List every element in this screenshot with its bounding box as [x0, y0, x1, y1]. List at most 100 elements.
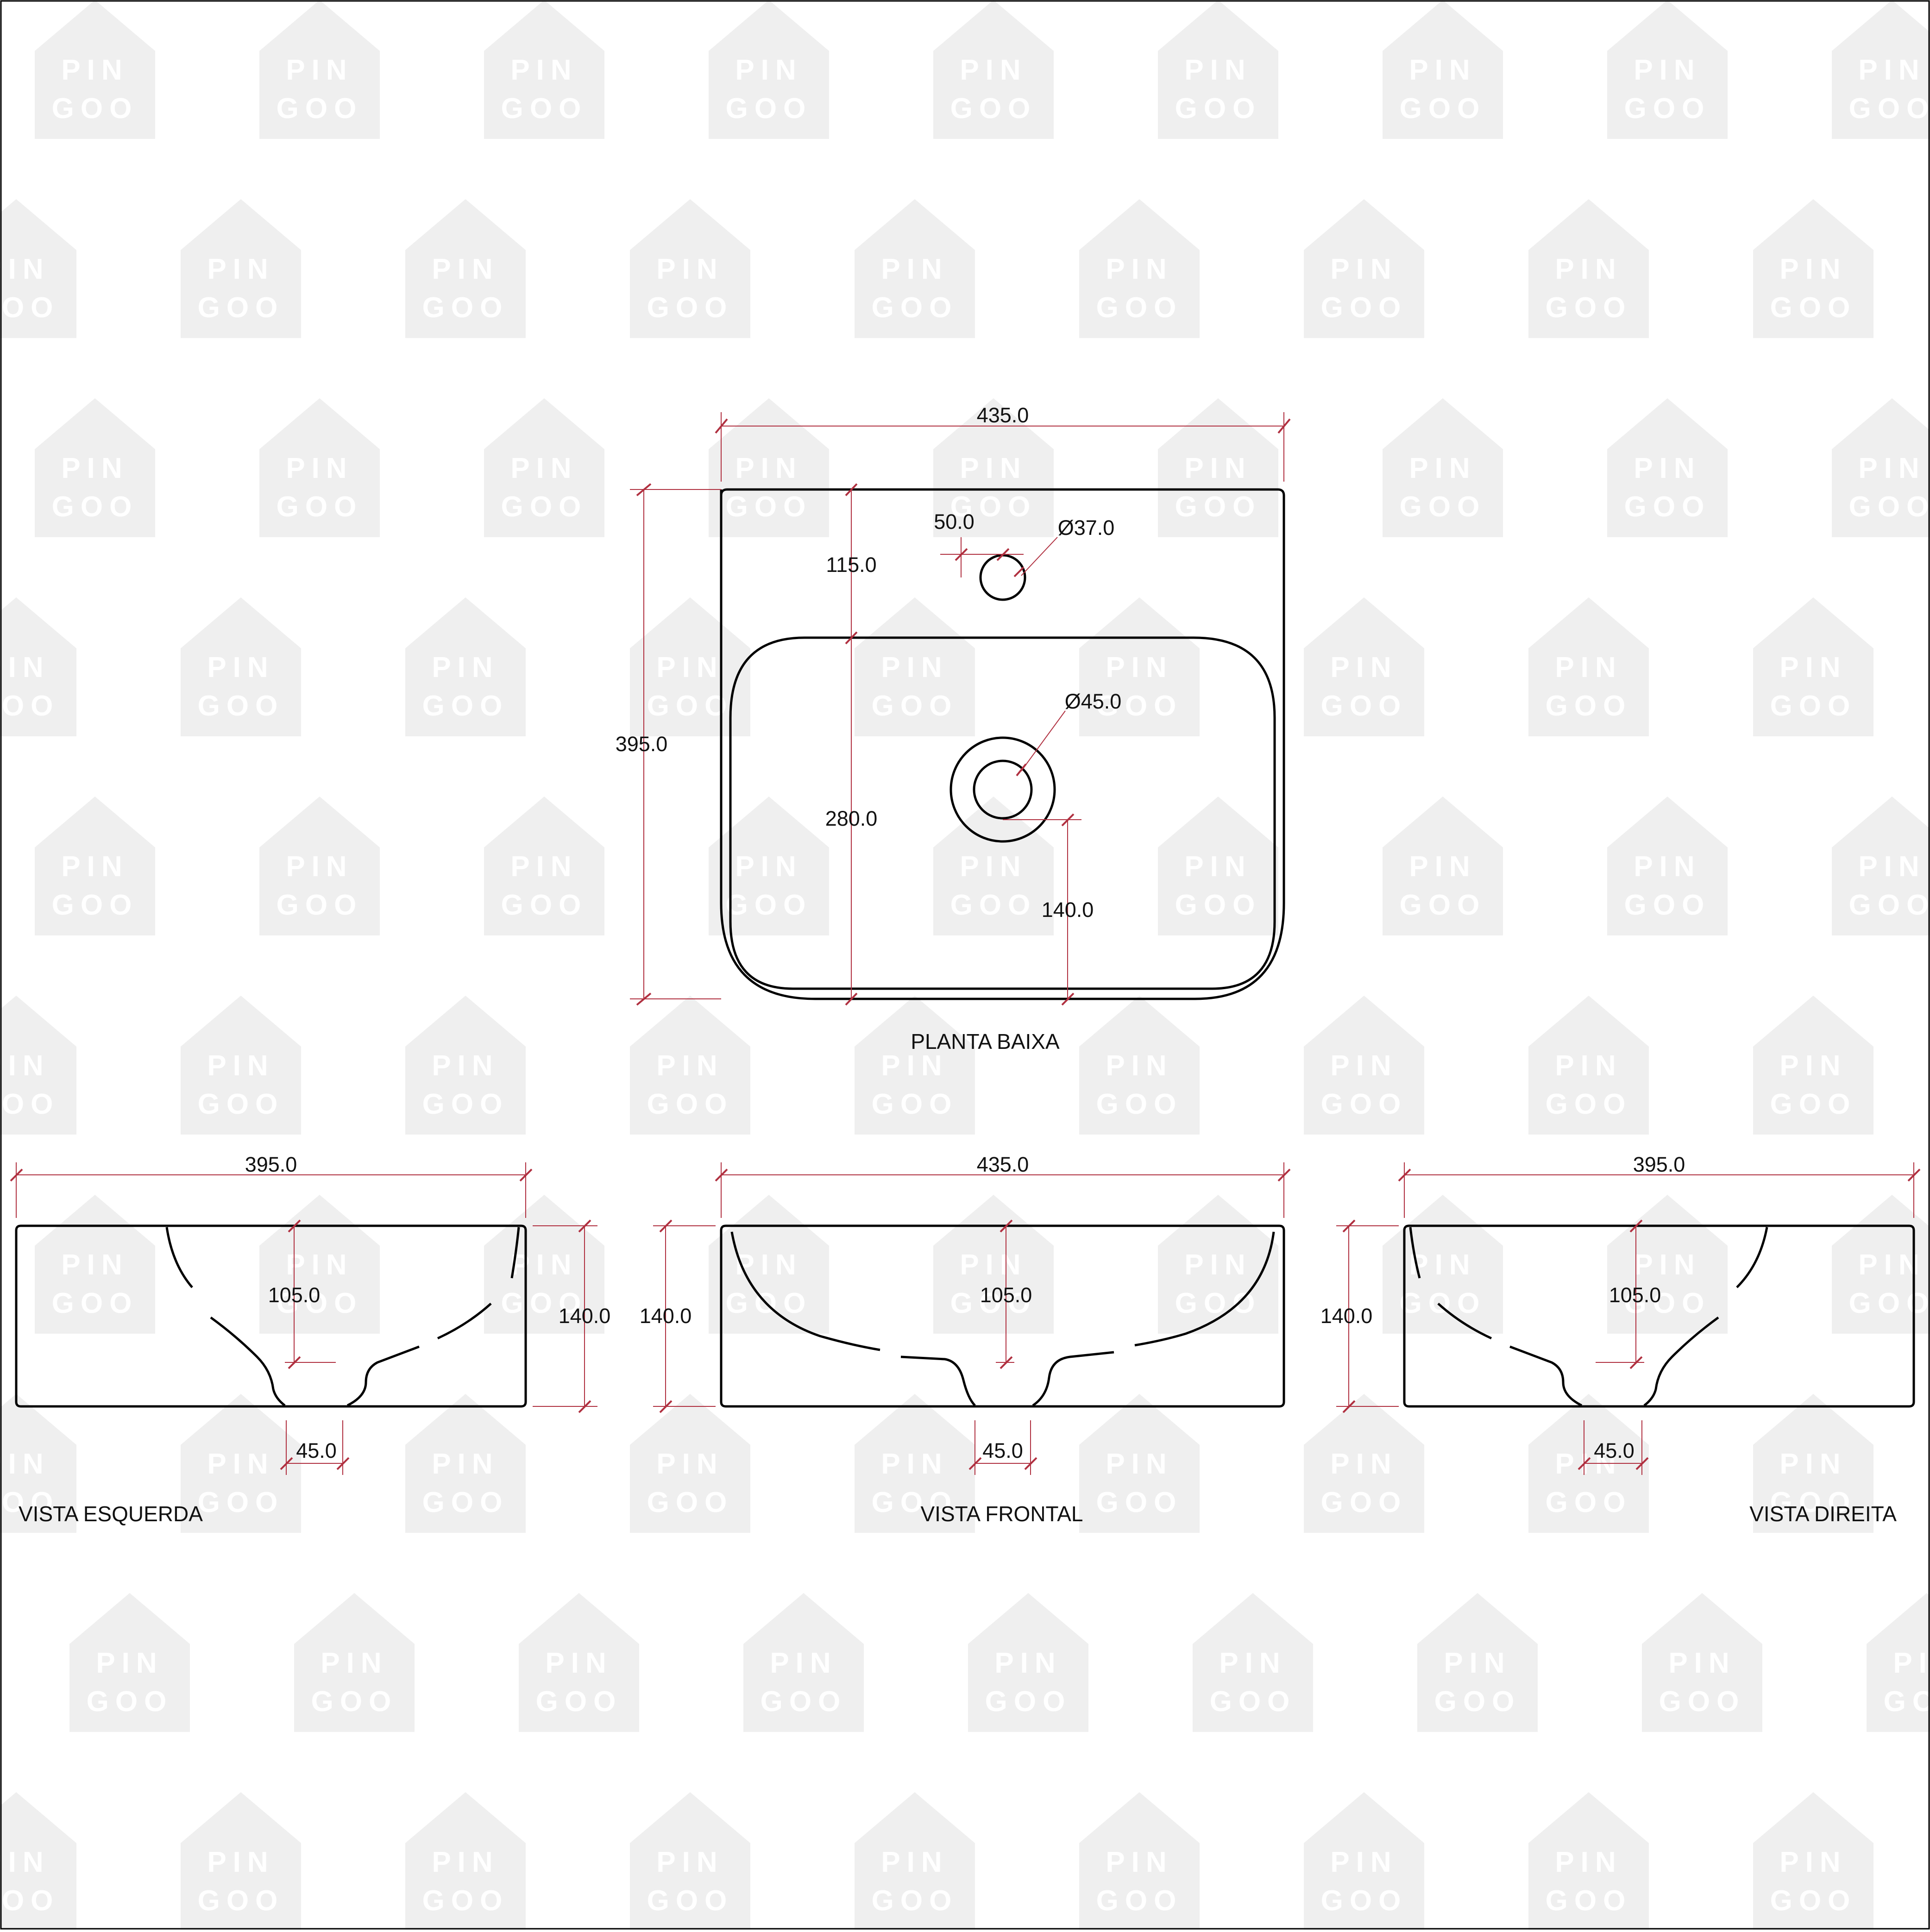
right-bowl-curve-d [1736, 1227, 1768, 1288]
top-depth-dim: 395.0 [616, 732, 668, 756]
watermark-text-top: PIN [432, 253, 499, 285]
watermark-text-bottom: GOO [1175, 1287, 1262, 1319]
left-bowl-curve-d [437, 1303, 492, 1340]
watermark-text-bottom: GOO [1624, 889, 1711, 921]
front-view [720, 1224, 1285, 1408]
watermark-text-bottom: GOO [647, 1885, 734, 1917]
watermark-text-top: PIN [0, 1050, 50, 1082]
watermark-text-bottom: GOO [501, 93, 588, 125]
watermark-text-top: PIN [432, 1448, 499, 1480]
top-view-outline [720, 488, 1285, 1000]
watermark-text-bottom: GOO [985, 1686, 1072, 1718]
watermark-text-bottom: GOO [647, 690, 734, 722]
left-view [15, 1224, 527, 1408]
watermark-text-top: PIN [656, 1050, 723, 1082]
watermark-text-top: PIN [207, 1050, 274, 1082]
watermark-text-top: PIN [994, 1647, 1062, 1679]
right-view-dimension-labels: 395.0 140.0 105.0 45.0 VISTA DIREITA [1320, 1153, 1897, 1526]
watermark-text-top: PIN [1858, 54, 1925, 86]
left-bowl-depth-dim: 105.0 [268, 1283, 321, 1307]
watermark-text-bottom: GOO [1770, 690, 1857, 722]
watermark-text-top: PIN [510, 452, 578, 484]
watermark-text-bottom: GOO [1175, 889, 1262, 921]
watermark-text-top: PIN [1555, 1846, 1622, 1878]
front-view-dimension-labels: 435.0 140.0 105.0 45.0 VISTA FRONTAL [640, 1153, 1083, 1526]
watermark-text-bottom: GOO [1321, 292, 1408, 324]
watermark-text-bottom: GOO [198, 1487, 284, 1518]
watermark-text-top: PIN [1330, 1050, 1397, 1082]
top-view-label: PLANTA BAIXA [911, 1029, 1060, 1054]
watermark-text-bottom: GOO [277, 889, 363, 921]
watermark-text-top: PIN [1779, 1050, 1847, 1082]
drain-from-front-dim: 140.0 [1042, 898, 1094, 922]
watermark-text-top: PIN [1634, 54, 1701, 86]
watermark-text-bottom: GOO [1770, 292, 1857, 324]
watermark-text-bottom: GOO [422, 690, 509, 722]
watermark-text-top: PIN [1330, 1448, 1397, 1480]
watermark-text-top: PIN [286, 1249, 353, 1281]
watermark-text-bottom: GOO [1546, 292, 1632, 324]
watermark-text-bottom: GOO [872, 1088, 958, 1120]
right-bowl-curve-b [1437, 1303, 1492, 1340]
watermark-text-bottom: GOO [1210, 1686, 1296, 1718]
right-view-dimensions [1336, 1162, 1921, 1475]
watermark-text-bottom: GOO [1400, 491, 1486, 523]
left-bowl-curve-a [165, 1227, 193, 1288]
watermark-text-bottom: GOO [1321, 1487, 1408, 1518]
watermark-text-bottom: GOO [198, 1885, 284, 1917]
watermark-text-top: PIN [1106, 1846, 1173, 1878]
watermark-text-top: PIN [61, 1249, 128, 1281]
watermark-text-bottom: GOO [501, 889, 588, 921]
watermark-text-top: PIN [1779, 253, 1847, 285]
right-view [1403, 1224, 1915, 1408]
watermark-text-top: PIN [881, 1846, 948, 1878]
front-view-label: VISTA FRONTAL [920, 1502, 1083, 1526]
watermark-text-top: PIN [96, 1647, 163, 1679]
watermark-text-top: PIN [510, 1249, 578, 1281]
watermark-text-bottom: GOO [1400, 93, 1486, 125]
watermark-text-top: PIN [1555, 1050, 1622, 1082]
watermark-text-bottom: GOO [198, 1088, 284, 1120]
watermark-text-bottom: GOO [501, 491, 588, 523]
drain-hole [973, 759, 1033, 820]
watermark-text-bottom: GOO [1659, 1686, 1746, 1718]
watermark-text-bottom: GOO [1849, 93, 1930, 125]
watermark-text-bottom: GOO [1849, 1287, 1930, 1319]
